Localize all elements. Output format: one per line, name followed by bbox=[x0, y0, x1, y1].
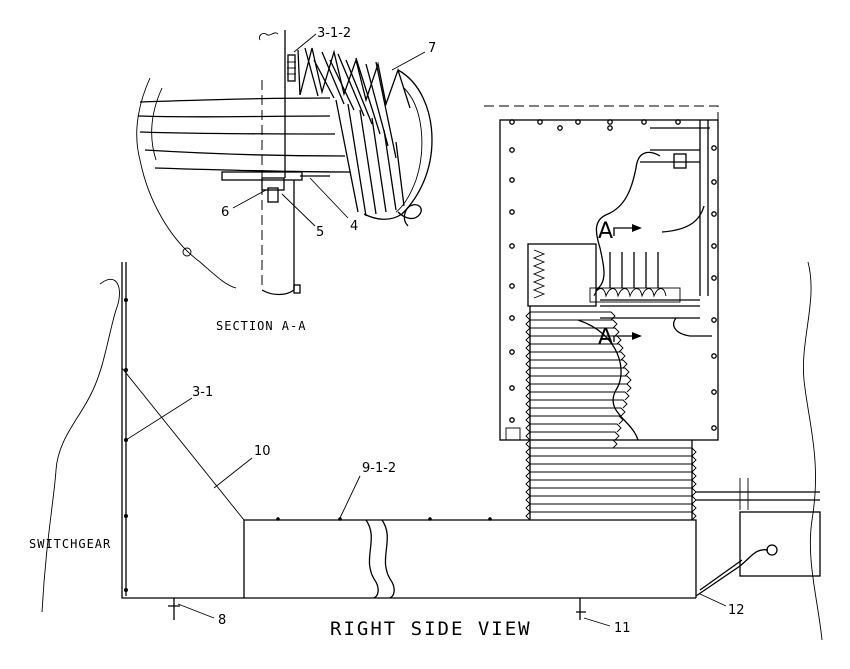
callout-3-1: 3-1 bbox=[192, 385, 213, 400]
callout-4: 4 bbox=[350, 219, 358, 234]
bellows-fold bbox=[525, 423, 622, 433]
bellows-edge bbox=[529, 306, 693, 520]
bellows-fold bbox=[525, 511, 697, 521]
bellows-fold bbox=[525, 351, 626, 361]
bellows-fold bbox=[525, 407, 626, 417]
fastener bbox=[641, 119, 647, 125]
bellows-fold bbox=[525, 319, 618, 329]
callout-11: 11 bbox=[614, 621, 631, 636]
bellows-fold bbox=[525, 375, 632, 385]
fastener bbox=[711, 389, 717, 395]
bellows-fold bbox=[525, 431, 620, 441]
switchgear-label: SWITCHGEAR bbox=[29, 537, 111, 551]
bellows-fold bbox=[525, 359, 628, 369]
bellows-fold bbox=[525, 383, 632, 393]
callout-9-1-2: 9-1-2 bbox=[362, 461, 396, 476]
fastener bbox=[711, 179, 717, 185]
callout-8: 8 bbox=[218, 613, 226, 628]
callout-5: 5 bbox=[316, 225, 324, 240]
fastener bbox=[509, 417, 515, 423]
section-title: SECTION A-A bbox=[216, 319, 306, 333]
fastener bbox=[509, 385, 515, 391]
callout-6: 6 bbox=[221, 205, 229, 220]
view-title: RIGHT SIDE VIEW bbox=[330, 618, 532, 640]
bellows-fold bbox=[525, 471, 697, 481]
fastener bbox=[711, 275, 717, 281]
bellows-fold bbox=[525, 311, 616, 321]
fastener bbox=[711, 243, 717, 249]
fastener bbox=[575, 119, 581, 125]
callout-12: 12 bbox=[728, 603, 745, 618]
section-marker-upper: A bbox=[598, 219, 613, 244]
callout-7: 7 bbox=[428, 41, 436, 56]
bellows-fold bbox=[525, 367, 630, 377]
bellows-fold bbox=[525, 335, 622, 345]
fastener bbox=[537, 119, 543, 125]
flexible-bellows bbox=[525, 306, 697, 521]
bellows-fold bbox=[525, 439, 618, 449]
fastener bbox=[711, 353, 717, 359]
fastener bbox=[711, 425, 717, 431]
fastener bbox=[711, 211, 717, 217]
bellows-fold bbox=[525, 487, 697, 497]
fastener bbox=[711, 317, 717, 323]
fastener bbox=[509, 283, 515, 289]
bellows-fold bbox=[525, 327, 620, 337]
fastener bbox=[509, 147, 515, 153]
fastener bbox=[675, 119, 681, 125]
duct-assembly: SWITCHGEAR 3-1 10 9-1-2 bbox=[29, 261, 823, 641]
callout-3-1-2: 3-1-2 bbox=[317, 26, 351, 41]
bellows-fold bbox=[525, 391, 630, 401]
fastener bbox=[607, 125, 613, 131]
fastener bbox=[509, 243, 515, 249]
bellows-fold bbox=[525, 343, 624, 353]
fastener bbox=[711, 145, 717, 151]
fastener bbox=[509, 119, 515, 125]
bellows-fold bbox=[525, 399, 628, 409]
fastener bbox=[509, 349, 515, 355]
fastener bbox=[509, 177, 515, 183]
bellows-fold bbox=[525, 495, 697, 505]
fastener bbox=[509, 315, 515, 321]
cabinet-assembly: A A bbox=[484, 105, 719, 521]
bellows-fold bbox=[525, 479, 697, 489]
section-marker-lower: A bbox=[598, 325, 613, 350]
fastener bbox=[607, 119, 613, 125]
section-a-a-detail: 3-1-2 7 6 5 4 SECTION A-A bbox=[136, 26, 436, 333]
fastener bbox=[509, 209, 515, 215]
bellows-fold bbox=[525, 455, 697, 465]
callout-10: 10 bbox=[254, 444, 271, 459]
bellows-fold bbox=[525, 447, 697, 457]
cabinet-fasteners bbox=[509, 119, 717, 431]
bellows-fold bbox=[525, 503, 697, 513]
fastener bbox=[557, 125, 563, 131]
bellows-fold bbox=[525, 415, 624, 425]
bellows-fold bbox=[525, 463, 697, 473]
